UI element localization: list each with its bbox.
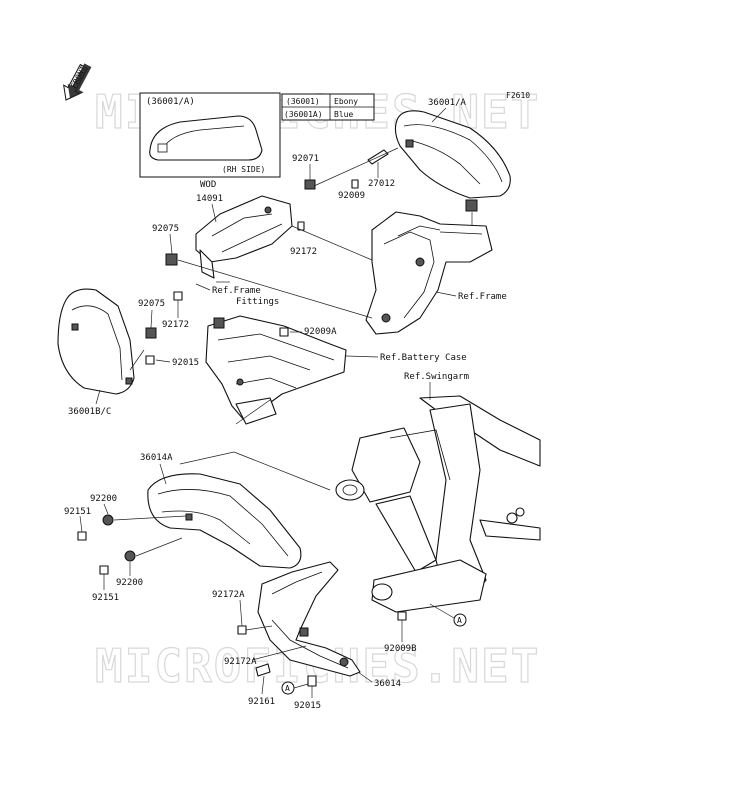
part-92009b-screw <box>397 611 407 621</box>
part-92015-bottom <box>307 675 317 687</box>
part-92015-top <box>145 355 155 365</box>
callout-92009a: 92009A <box>304 327 337 337</box>
part-swingarm-reference <box>335 395 541 613</box>
part-92172-bolt-left <box>173 291 183 301</box>
callout-92172a-bottom: 92172A <box>224 657 257 667</box>
callout-36001a-top: 36001/A <box>428 98 467 108</box>
inset-title: (36001/A) <box>146 97 195 107</box>
color-name-1: Ebony <box>334 97 358 106</box>
color-table: (36001) Ebony (36001A) Blue <box>281 93 375 121</box>
part-92172a-bottom <box>255 663 271 677</box>
figure-code: F2610 <box>506 91 530 100</box>
part-chain-cover-upper <box>147 473 302 569</box>
part-92071-grommet <box>304 179 316 190</box>
callout-92015-top: 92015 <box>172 358 199 368</box>
part-92075-grommet-left2 <box>145 327 157 339</box>
part-92172a-bolt-top <box>237 625 247 635</box>
part-side-cover-right <box>394 110 511 199</box>
callout-27012: 27012 <box>368 179 395 189</box>
callout-36014a: 36014A <box>140 453 173 463</box>
front-arrow-icon: FRONT <box>63 63 92 101</box>
part-92009-screw <box>351 179 359 189</box>
callout-92071: 92071 <box>292 154 319 164</box>
callout-92015-bottom: 92015 <box>294 701 321 711</box>
callout-ref-swingarm: Ref.Swingarm <box>404 372 469 382</box>
callout-92172-mid: 92172 <box>290 247 317 257</box>
callout-92075-left2: 92075 <box>138 299 165 309</box>
marker-a-right: A <box>429 603 467 627</box>
callout-92172a-top: 92172A <box>212 590 245 600</box>
part-92151-bolt-bottom <box>99 565 109 575</box>
part-battery-case-reference <box>205 315 347 425</box>
part-92200-washer-top <box>102 514 114 526</box>
callout-36001bc: 36001B/C <box>68 407 111 417</box>
color-name-2: Blue <box>334 110 353 119</box>
inset-rh-side: (36001/A) (RH SIDE) <box>139 92 281 178</box>
part-92009a-screw <box>279 327 289 337</box>
part-92075-grommet-left <box>165 253 178 266</box>
callout-14091: 14091 <box>196 194 223 204</box>
svg-text:A: A <box>457 616 462 625</box>
callout-ref-frame-fittings-line2: Fittings <box>236 297 279 307</box>
callout-92151-bottom: 92151 <box>92 593 119 603</box>
part-92151-bolt-top <box>77 531 87 541</box>
callout-wod: WOD <box>200 180 216 190</box>
color-code-1: (36001) <box>286 97 320 106</box>
callout-92151-top: 92151 <box>64 507 91 517</box>
part-side-cover-left <box>57 288 135 395</box>
color-code-2: (36001A) <box>284 110 323 119</box>
callout-92009b: 92009B <box>384 644 417 654</box>
callout-92200-bottom: 92200 <box>116 578 143 588</box>
callout-ref-frame-fittings-line1: Ref.Frame <box>212 286 261 296</box>
callout-92009: 92009 <box>338 191 365 201</box>
part-frame-reference <box>365 211 493 335</box>
part-92200-washer-bottom <box>124 550 136 562</box>
part-14091-bracket <box>195 195 293 279</box>
callout-ref-battery-case: Ref.Battery Case <box>380 353 467 363</box>
callout-36014: 36014 <box>374 679 401 689</box>
callout-92172-left: 92172 <box>162 320 189 330</box>
svg-text:A: A <box>285 684 290 693</box>
callout-92200-top: 92200 <box>90 494 117 504</box>
inset-caption: (RH SIDE) <box>222 165 265 174</box>
callout-92161: 92161 <box>248 697 275 707</box>
marker-a-left: A <box>281 681 309 695</box>
callout-ref-frame: Ref.Frame <box>458 292 507 302</box>
part-92172-bolt-mid <box>297 221 305 231</box>
part-chain-cover-lower <box>257 561 361 677</box>
part-92075-grommet-right <box>465 199 478 212</box>
callout-92075-left: 92075 <box>152 224 179 234</box>
